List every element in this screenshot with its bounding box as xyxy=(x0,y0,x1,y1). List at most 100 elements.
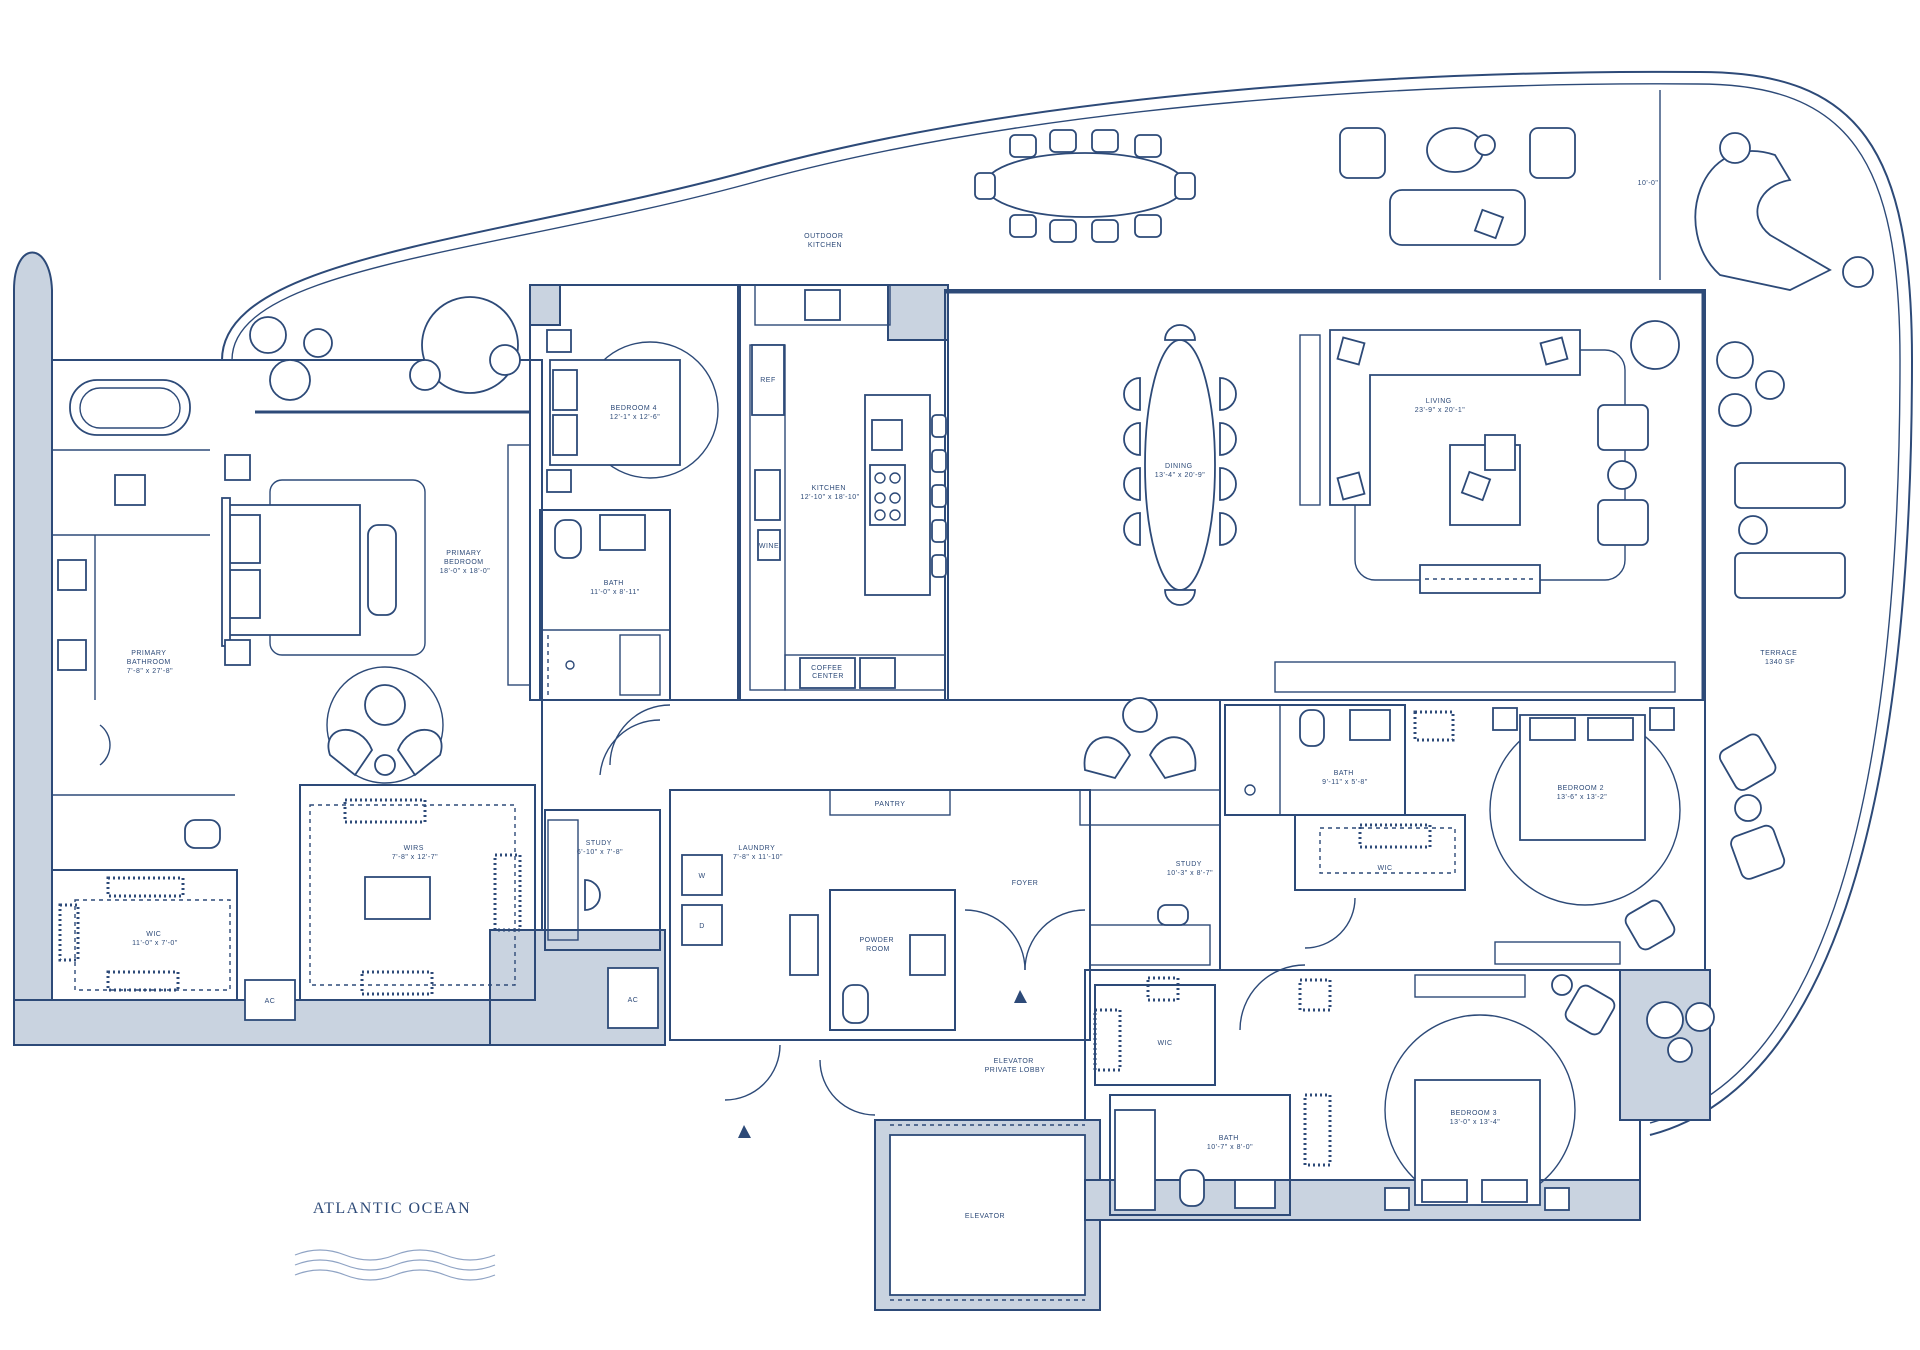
stool-1 xyxy=(931,414,947,438)
bath2-toilet xyxy=(1299,709,1325,747)
ocean-wave-2 xyxy=(294,1259,496,1271)
terrace-chair-a xyxy=(1718,733,1777,791)
bath2-drain xyxy=(1244,784,1256,796)
shower-drain xyxy=(114,474,146,506)
outdoor-sofa-pillow xyxy=(1473,208,1505,240)
bedroom4-closet xyxy=(507,444,531,686)
wirs-hanging-bottom xyxy=(360,970,434,996)
entry-arrow-left xyxy=(738,1125,751,1138)
foyer-label: FOYER xyxy=(1012,880,1039,887)
wirs-shelving xyxy=(309,804,516,986)
living-console xyxy=(1419,564,1541,594)
bedroom4-nightstand-1 xyxy=(546,329,572,353)
bath4-sink xyxy=(599,514,646,551)
bath4-bench xyxy=(619,634,661,696)
powder-room-toilet xyxy=(842,984,869,1024)
bath4-drain xyxy=(565,660,575,670)
stool-2 xyxy=(931,449,947,473)
bedroom2-lounge-chair xyxy=(1624,899,1676,951)
bathtub-inner xyxy=(79,387,181,429)
dining-chair-foot xyxy=(1164,589,1196,606)
lounge-chair-1 xyxy=(327,728,374,777)
bedroom2-pillow-1 xyxy=(1529,717,1576,741)
reading-chair-2 xyxy=(1148,736,1197,780)
nightstand-2 xyxy=(224,639,251,666)
bath3-toilet xyxy=(1179,1169,1205,1207)
terrace-chair-b xyxy=(1730,824,1786,880)
media-wall xyxy=(1299,334,1321,506)
bedroom2-window-seat xyxy=(1274,661,1676,693)
wic-bed2 xyxy=(1294,814,1466,891)
wic-bed2-label: WIC xyxy=(1377,865,1392,872)
pantry xyxy=(829,789,951,816)
terrace-outline xyxy=(221,70,1914,1136)
study-right-chair xyxy=(1157,904,1189,926)
wirs-room xyxy=(299,784,536,1001)
outdoor-lounge-stool xyxy=(1474,134,1496,156)
bed2-hall-door xyxy=(1304,897,1356,949)
outdoor-curved-sofa-table-2 xyxy=(1842,256,1874,288)
wirs-label: WIRS 7'-8" x 12'-7" xyxy=(392,845,438,861)
terrace-dimension-label: 10'-0" xyxy=(1638,180,1659,187)
primary-bed-pillow-2 xyxy=(229,569,261,619)
bath4-label: BATH 11'-0" x 8'-11" xyxy=(590,580,640,596)
reading-chair-table xyxy=(1122,697,1158,733)
bedroom2-pillow-2 xyxy=(1587,717,1634,741)
dining-chair-5 xyxy=(1219,377,1237,411)
outdoor-dining-chair-b1 xyxy=(1009,214,1037,238)
bedroom3-pillow-1 xyxy=(1421,1179,1468,1203)
wic-bed2-shelf xyxy=(1319,827,1456,874)
washer-label: W xyxy=(698,873,705,880)
outdoor-lounge-chair-2 xyxy=(1529,127,1576,179)
pantry-label: PANTRY xyxy=(875,801,906,808)
outdoor-kitchen-counter xyxy=(754,284,891,326)
ottoman xyxy=(374,754,396,776)
study-left-label: STUDY 6'-10" x 7'-8" xyxy=(577,840,623,856)
bedroom3-label: BEDROOM 3 13'-0" x 13'-4" xyxy=(1450,1110,1501,1126)
elevator-lobby-label: ELEVATOR PRIVATE LOBBY xyxy=(985,1058,1046,1074)
outdoor-dining-table xyxy=(984,152,1186,218)
wine-label: WINE xyxy=(759,543,779,550)
bathtub xyxy=(69,379,191,436)
bedroom3-nightstand-1 xyxy=(1384,1187,1410,1211)
living-coffee-table-2 xyxy=(1484,434,1516,471)
planter-2 xyxy=(269,359,311,401)
terrace-planter-2 xyxy=(1755,370,1785,400)
outdoor-dining-chair-t3 xyxy=(1091,129,1119,153)
bedroom3-chair xyxy=(1564,984,1616,1036)
coffee-center xyxy=(799,657,856,689)
sitting-rug xyxy=(326,666,444,784)
outdoor-dining-chair-t4 xyxy=(1134,134,1162,158)
terrace-planter-5 xyxy=(1685,1002,1715,1032)
bed3-closet-top-hatch xyxy=(1298,978,1332,1012)
washer xyxy=(681,854,723,896)
lounge-chair-2 xyxy=(396,728,443,777)
ac-closet-2-label: AC xyxy=(628,997,639,1004)
terrace-lounger-2 xyxy=(1734,552,1846,599)
kitchen-wall-corner xyxy=(887,284,949,341)
outdoor-dining-chair-b4 xyxy=(1134,214,1162,238)
outdoor-sofa xyxy=(1389,189,1526,246)
dryer xyxy=(681,904,723,946)
dining-chair-6 xyxy=(1219,422,1237,456)
living-label: LIVING 23'-9" x 20'-1" xyxy=(1415,398,1466,414)
dining-chair-7 xyxy=(1219,467,1237,501)
bath2-closet-hatch xyxy=(1413,710,1455,742)
living-armchair-2 xyxy=(1597,499,1649,546)
outdoor-chair-a xyxy=(409,359,441,391)
powder-room xyxy=(829,889,956,1031)
shower-door-arc xyxy=(99,724,111,766)
dining-chair-4 xyxy=(1123,512,1141,546)
bath4-toilet xyxy=(554,519,582,559)
terrace-planter-1 xyxy=(1716,341,1754,379)
bedroom4-wall-corner xyxy=(529,284,561,326)
wirs-hanging-right xyxy=(493,853,522,932)
sectional-pillow-2 xyxy=(1539,336,1569,366)
powder-room-sink-2 xyxy=(909,934,946,976)
terrace-planter-4 xyxy=(1646,1001,1684,1039)
outdoor-dining-chair-e xyxy=(1174,172,1196,200)
bedroom2-nightstand-1 xyxy=(1492,707,1518,731)
living-armchair-1 xyxy=(1597,404,1649,451)
living-sectional xyxy=(1329,329,1581,506)
